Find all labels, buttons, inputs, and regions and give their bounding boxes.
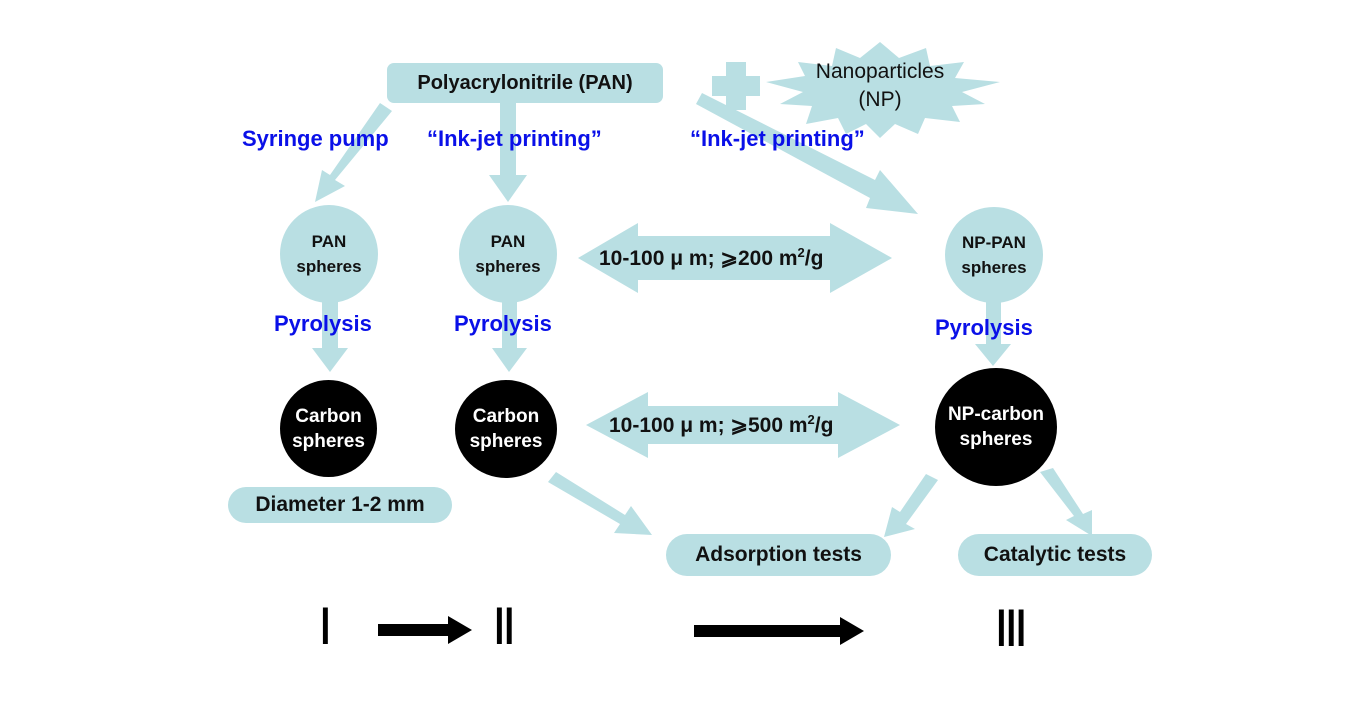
double-arrow-upper — [578, 223, 892, 293]
nanoparticles-line1: Nanoparticles — [815, 60, 945, 83]
arrow-npcarbon-to-adsorption — [884, 474, 938, 537]
method-inkjet-route2: “Ink-jet printing” — [427, 126, 602, 151]
arrow-gen1-to-gen2 — [378, 616, 472, 644]
adsorption-tests: Adsorption tests — [666, 534, 891, 576]
diameter-note: Diameter 1-2 mm — [228, 487, 452, 523]
arrow-syringe-pump — [315, 103, 392, 202]
nanoparticles-starburst — [766, 42, 1000, 138]
diameter-note-label: Diameter 1-2 mm — [255, 493, 425, 516]
generation-3: Ⅲ — [994, 601, 1029, 657]
arrow-pyrolysis-route3 — [975, 300, 1011, 366]
pyrolysis-label-route2: Pyrolysis — [454, 311, 552, 336]
plus-icon — [712, 62, 760, 110]
catalytic-tests: Catalytic tests — [958, 534, 1152, 576]
comparison-upper-label: 10-100 μ m; ⩾200 m2/g — [599, 245, 824, 270]
nanoparticles-line2: (NP) — [858, 88, 902, 111]
pyrolysis-label-route3: Pyrolysis — [935, 315, 1033, 340]
arrow-pyrolysis-route2 — [492, 298, 527, 372]
precursor-box: Polyacrylonitrile (PAN) — [387, 63, 663, 103]
arrow-inkjet-route3 — [696, 93, 918, 214]
precursor-label: Polyacrylonitrile (PAN) — [417, 72, 633, 94]
generation-1: Ⅰ — [318, 599, 333, 655]
arrow-carbon-to-adsorption — [548, 472, 652, 535]
nanoparticles-label: Nanoparticles (NP) — [780, 58, 980, 114]
method-syringe-pump: Syringe pump — [242, 126, 389, 151]
arrow-gen2-to-gen3 — [694, 617, 864, 645]
pyrolysis-label-route1: Pyrolysis — [274, 311, 372, 336]
method-inkjet-route3: “Ink-jet printing” — [690, 126, 865, 151]
double-arrow-lower — [586, 392, 900, 458]
arrow-inkjet-route2 — [489, 103, 527, 202]
catalytic-tests-label: Catalytic tests — [983, 543, 1127, 566]
arrow-pyrolysis-route1 — [312, 298, 348, 372]
comparison-lower-label: 10-100 μ m; ⩾500 m2/g — [609, 412, 834, 437]
generation-2: Ⅱ — [492, 599, 517, 655]
adsorption-tests-label: Adsorption tests — [695, 543, 862, 566]
arrow-npcarbon-to-catalytic — [1040, 468, 1092, 536]
